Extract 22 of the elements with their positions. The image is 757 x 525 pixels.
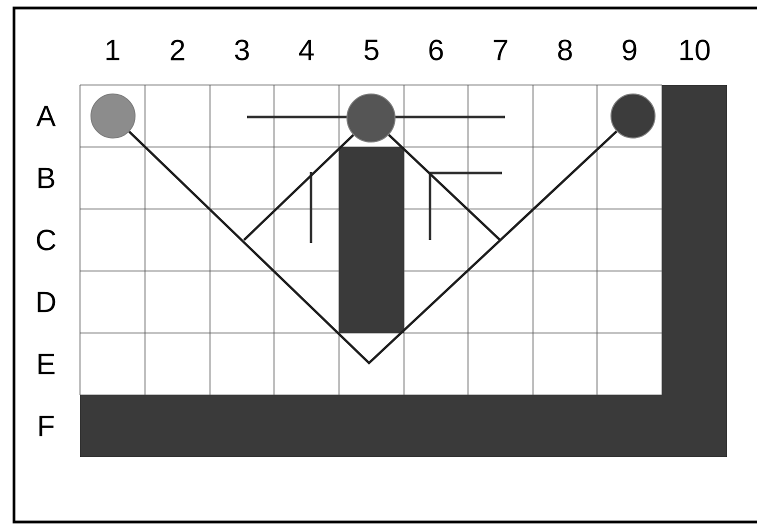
column-number: 1 <box>106 40 120 60</box>
ball <box>346 93 396 143</box>
ray-path <box>128 130 618 365</box>
row-letter: B <box>38 168 54 188</box>
ball <box>90 93 136 139</box>
column-number: 2 <box>170 40 184 60</box>
column-number: 3 <box>234 40 249 60</box>
column-number: 4 <box>299 40 314 60</box>
column-number: 8 <box>558 40 572 60</box>
line <box>243 134 354 241</box>
column-number: 5 <box>364 40 378 60</box>
row-letter: F <box>39 416 54 436</box>
ball <box>610 93 656 139</box>
column-number: 10 <box>680 40 710 60</box>
column-number: 9 <box>622 40 636 60</box>
row-letter: C <box>36 230 56 250</box>
line <box>388 134 501 241</box>
row-letter: E <box>38 354 55 374</box>
column-number: 7 <box>494 40 508 60</box>
row-letter: D <box>38 292 56 312</box>
row-letter: A <box>36 106 56 126</box>
column-number: 6 <box>429 40 443 60</box>
